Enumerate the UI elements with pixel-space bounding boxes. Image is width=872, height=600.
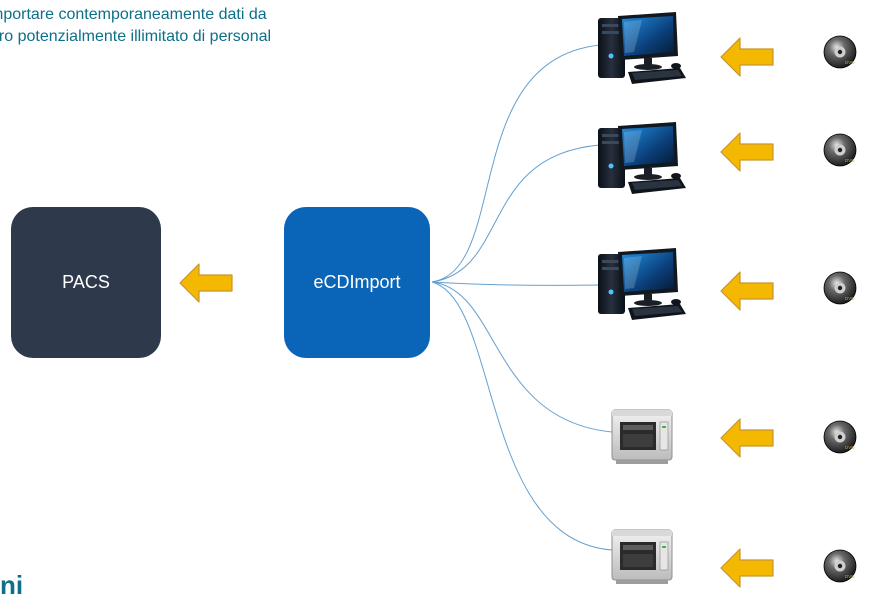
- disc-icon: [823, 35, 857, 69]
- connector-3: [431, 281, 601, 286]
- intro-line-1: mportare contemporaneamente dati da: [0, 6, 267, 23]
- source-row-1: [598, 12, 857, 84]
- pacs-node: PACS: [11, 207, 161, 358]
- connector-1: [431, 44, 601, 283]
- connector-2: [431, 144, 601, 283]
- intro-line-2: ero potenzialmente illimitato di persona…: [0, 28, 272, 45]
- corner-heading-fragment: ni: [0, 570, 24, 600]
- computer-icon: [598, 122, 686, 194]
- disc-publisher-icon: [611, 529, 673, 585]
- arrow-to-pacs: [179, 263, 233, 303]
- source-row-2: [598, 122, 857, 194]
- source-row-5: [611, 529, 857, 588]
- connector-5: [431, 281, 613, 551]
- computer-icon: [598, 12, 686, 84]
- arrow-left-icon: [720, 271, 774, 311]
- arrow-left-icon: [720, 132, 774, 172]
- pacs-label: PACS: [62, 272, 110, 292]
- intro-text: mportare contemporaneamente dati da ero …: [0, 4, 480, 48]
- arrow-left-icon: [720, 548, 774, 588]
- ecdimport-label: eCDImport: [313, 272, 401, 292]
- source-row-3: [598, 248, 857, 320]
- disc-icon: [823, 420, 857, 454]
- arrow-left-icon: [720, 37, 774, 77]
- disc-publisher-icon: [611, 409, 673, 465]
- source-row-4: [611, 409, 857, 465]
- disc-icon: [823, 133, 857, 167]
- disc-icon: [823, 549, 857, 583]
- arrow-left-icon: [720, 418, 774, 458]
- ecdimport-node: eCDImport: [284, 207, 430, 358]
- disc-icon: [823, 271, 857, 305]
- connector-4: [431, 281, 613, 433]
- connectors: [431, 44, 613, 551]
- computer-icon: [598, 248, 686, 320]
